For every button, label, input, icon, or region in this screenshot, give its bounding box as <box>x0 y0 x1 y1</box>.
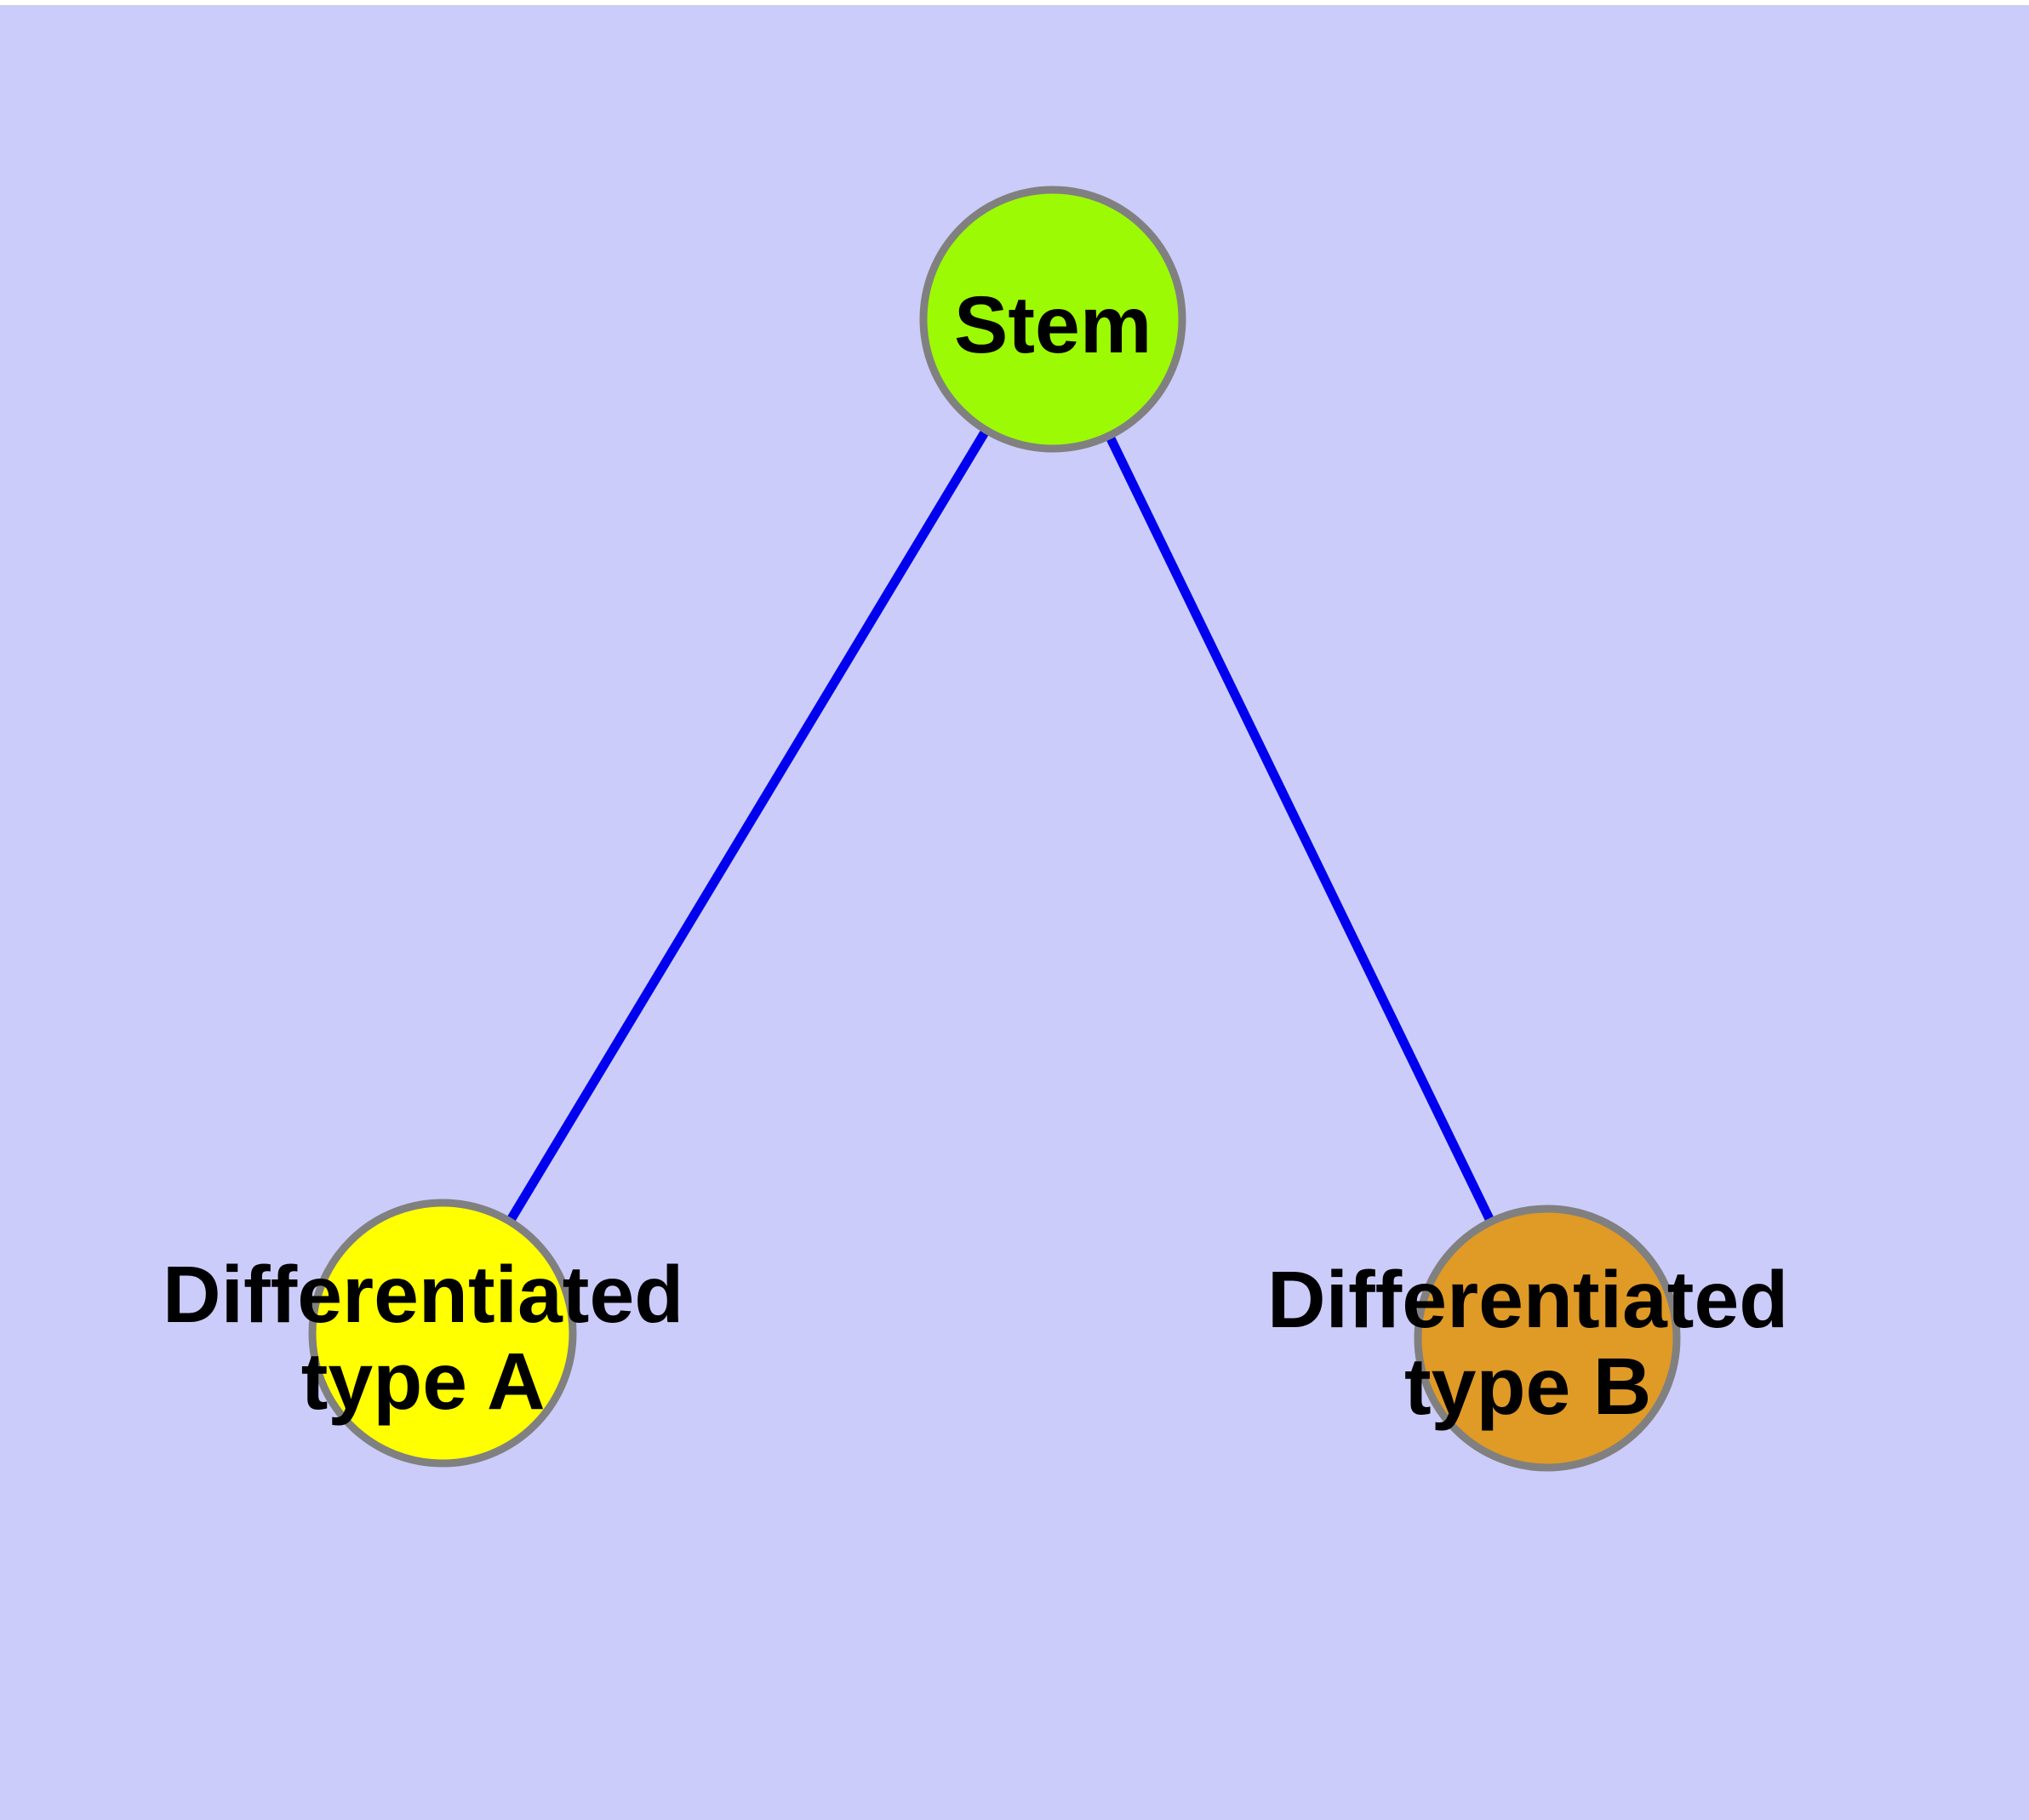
graph-svg <box>308 186 1681 1472</box>
graph-node-diff_b[interactable] <box>1414 1205 1681 1472</box>
graph-edge-stem-to-diff_b[interactable] <box>1049 317 1552 1341</box>
edges-layer <box>438 317 1552 1341</box>
nodes-layer <box>308 186 1681 1472</box>
graph-node-diff_a[interactable] <box>308 1199 577 1468</box>
graph-edge-stem-to-diff_a[interactable] <box>438 317 1057 1336</box>
graph-node-stem[interactable] <box>919 186 1186 453</box>
